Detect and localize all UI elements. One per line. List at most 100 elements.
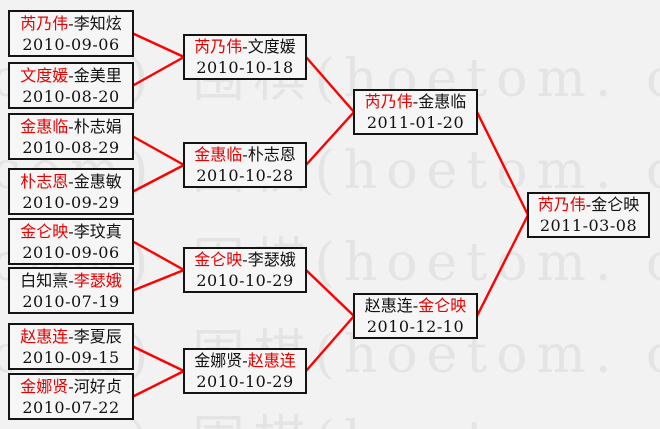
- connector-line: [475, 214, 530, 317]
- player-name: 金美里: [73, 65, 122, 85]
- match-players: 金娜贤-河好贞: [20, 376, 121, 397]
- match-players: 金娜贤-赵惠连: [194, 350, 295, 371]
- match-date: 2010-12-10: [366, 317, 465, 336]
- match-players: 金惠临-朴志娟: [20, 116, 121, 137]
- connector-line: [132, 345, 185, 373]
- player-name: 金惠临: [418, 92, 467, 111]
- match-date: 2010-08-29: [22, 137, 120, 157]
- winner-name: 文度媛: [20, 65, 69, 85]
- connector-line: [475, 111, 530, 216]
- vs-separator: -: [242, 145, 248, 164]
- vs-separator: -: [68, 13, 74, 33]
- vs-separator: -: [68, 270, 74, 290]
- winner-name: 金娜贤: [20, 376, 69, 396]
- connector-line: [305, 111, 355, 166]
- vs-separator: -: [68, 116, 74, 136]
- match-players: 芮乃伟-文度媛: [194, 36, 295, 57]
- player-name: 金惠敏: [73, 171, 122, 191]
- player-name: 金娜贤: [194, 351, 243, 370]
- winner-name: 金仑映: [20, 221, 69, 241]
- vs-separator: -: [68, 65, 74, 85]
- match-players: 芮乃伟-金惠临: [365, 91, 466, 112]
- vs-separator: -: [68, 376, 74, 396]
- connector-line: [305, 315, 355, 372]
- match-players: 金仑映-李瑟娥: [194, 249, 295, 270]
- match-date: 2010-08-20: [22, 86, 120, 106]
- player-name: 朴志娟: [73, 116, 122, 136]
- connector-line: [132, 240, 185, 272]
- match-date: 2010-09-15: [22, 347, 120, 367]
- vs-separator: -: [242, 351, 248, 370]
- connector-line: [132, 268, 185, 292]
- match-date: 2011-01-20: [366, 113, 465, 132]
- winner-name: 金惠临: [20, 116, 69, 136]
- connector-line: [305, 269, 355, 317]
- vs-separator: -: [242, 250, 248, 269]
- winner-name: 金仑映: [418, 296, 467, 315]
- connector-line: [132, 163, 185, 193]
- match-date: 2010-07-19: [22, 291, 120, 311]
- player-name: 李夏辰: [73, 326, 122, 346]
- connector-line: [132, 32, 185, 59]
- player-name: 河好贞: [73, 376, 122, 396]
- match-date: 2010-10-28: [196, 166, 294, 185]
- vs-separator: -: [585, 195, 592, 214]
- player-name: 李玟真: [73, 221, 122, 241]
- player-name: 赵惠连: [364, 296, 413, 315]
- vs-separator: -: [68, 221, 74, 241]
- winner-name: 金惠临: [194, 145, 243, 164]
- player-name: 朴志恩: [247, 145, 296, 164]
- match-date: 2010-07-22: [22, 397, 120, 417]
- connector-line: [305, 56, 355, 113]
- player-name: 白知熹: [20, 270, 69, 290]
- match-players: 赵惠连-李夏辰: [20, 326, 121, 347]
- vs-separator: -: [412, 296, 419, 315]
- player-name: 李知炫: [73, 13, 122, 33]
- player-name: 金仑映: [591, 195, 640, 214]
- vs-separator: -: [68, 326, 74, 346]
- winner-name: 芮乃伟: [537, 195, 586, 214]
- match-players: 金仑映-李玟真: [20, 221, 121, 242]
- connector-line: [132, 55, 185, 87]
- winner-name: 金仑映: [194, 250, 243, 269]
- vs-separator: -: [68, 171, 74, 191]
- match-players: 文度媛-金美里: [20, 65, 121, 86]
- match-players: 芮乃伟-金仑映: [538, 194, 639, 215]
- winner-name: 朴志恩: [20, 171, 69, 191]
- winner-name: 赵惠连: [20, 326, 69, 346]
- match-players: 朴志恩-金惠敏: [20, 171, 121, 192]
- winner-name: 芮乃伟: [194, 37, 243, 56]
- match-players: 白知熹-李瑟娥: [20, 270, 121, 291]
- match-players: 赵惠连-金仑映: [365, 295, 466, 316]
- match-date: 2010-10-29: [196, 372, 294, 391]
- connector-line: [132, 369, 185, 398]
- vs-separator: -: [242, 37, 248, 56]
- player-name: 李瑟娥: [247, 250, 296, 269]
- match-date: 2010-09-06: [22, 34, 120, 54]
- match-date: 2011-03-08: [539, 216, 638, 235]
- match-date: 2010-10-18: [196, 58, 294, 77]
- winner-name: 芮乃伟: [20, 13, 69, 33]
- match-date: 2010-10-29: [196, 271, 294, 290]
- connector-line: [132, 135, 185, 167]
- winner-name: 赵惠连: [247, 351, 296, 370]
- winner-name: 李瑟娥: [73, 270, 122, 290]
- match-date: 2010-09-06: [22, 242, 120, 262]
- match-players: 金惠临-朴志恩: [194, 144, 295, 165]
